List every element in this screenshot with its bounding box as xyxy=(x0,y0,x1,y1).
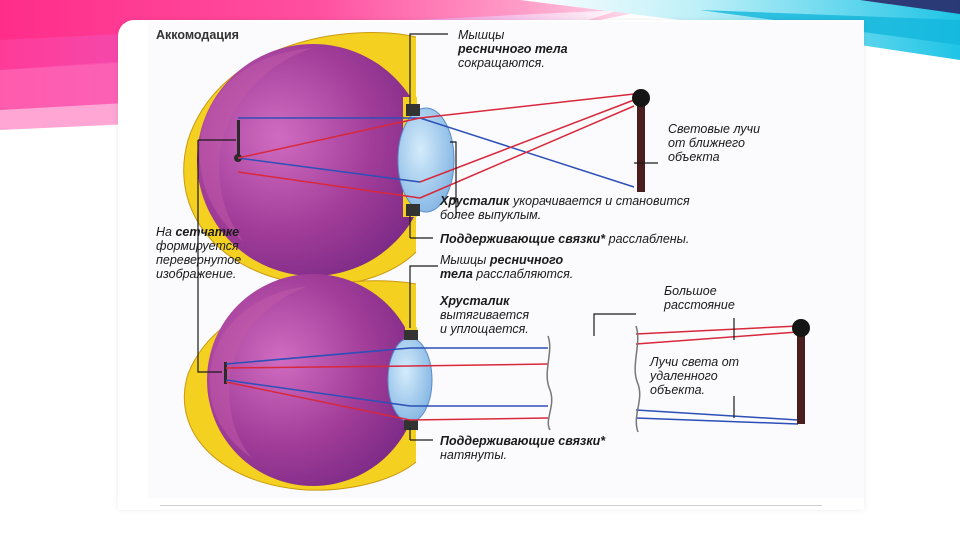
label-line: Световые лучи xyxy=(668,122,761,136)
label-line: Лучи света от xyxy=(650,355,740,369)
label-rays-far: Лучи света от удаленного объекта. xyxy=(650,355,739,397)
label-text: укорачивается и становится xyxy=(509,194,690,208)
label-lens-flat: Хрусталик вытягивается и уплощается. xyxy=(440,294,529,336)
label-line: и уплощается. xyxy=(440,322,529,336)
label-line: формируется xyxy=(156,239,239,253)
label-line-bold: ресничного тела xyxy=(458,42,568,56)
label-line: Большое xyxy=(664,284,717,298)
label-bold: Поддерживающие связки* xyxy=(440,434,606,448)
label-line: удаленного xyxy=(650,369,718,383)
label-ciliary-contract: Мышцы ресничного тела сокращаются. xyxy=(458,28,568,70)
label-bold: ресничного xyxy=(489,253,564,267)
label-line: вытягивается xyxy=(440,308,530,322)
label-lens-thicker: Хрусталик укорачивается и становится бол… xyxy=(440,194,690,222)
bottom-rays xyxy=(225,325,799,425)
label-line: более выпуклым. xyxy=(440,208,542,222)
label-rays-near: Световые лучи от ближнего объекта xyxy=(668,122,760,164)
near-object-head xyxy=(632,89,650,107)
leader-lines xyxy=(197,33,735,441)
label-ciliary-relax: Мышцы ресничного тела расслабляются. xyxy=(440,253,573,281)
top-rays xyxy=(237,93,635,199)
bottom-eyeball xyxy=(207,274,419,486)
far-object-stick xyxy=(797,330,805,424)
bottom-lens-flat xyxy=(387,337,433,423)
label-text: расслабляются. xyxy=(472,267,574,281)
label-bold: Хрусталик xyxy=(440,294,510,308)
label-line: объекта xyxy=(668,150,720,164)
diagram-title: Аккомодация xyxy=(156,28,239,42)
label-distance: Большое расстояние xyxy=(664,284,735,312)
bottom-rule xyxy=(160,505,822,506)
label-retina: На сетчатке формируется перевернутое изо… xyxy=(156,225,241,281)
break-mark-right xyxy=(634,325,641,433)
label-bold: Хрусталик xyxy=(440,194,510,208)
label-ligaments-tense: Поддерживающие связки* натянуты. xyxy=(440,434,605,462)
label-line: от ближнего xyxy=(668,136,746,150)
label-line: объекта. xyxy=(650,383,706,397)
label-line: изображение. xyxy=(156,267,237,281)
label-line: перевернутое xyxy=(156,253,242,267)
top-eye xyxy=(183,32,650,286)
label-text: расслаблены. xyxy=(605,232,690,246)
label-ligaments-relaxed: Поддерживающие связки* расслаблены. xyxy=(440,232,689,246)
label-line: Мышцы xyxy=(458,28,505,42)
label-line: расстояние xyxy=(664,298,735,312)
label-bold: Поддерживающие связки* xyxy=(440,232,606,246)
eye-diagram xyxy=(183,32,810,491)
accommodation-figure: Аккомодация Мышцы ресничного тела сокращ… xyxy=(148,22,864,498)
top-lens-thick xyxy=(397,107,455,213)
top-eyeball xyxy=(197,44,429,276)
bottom-eye xyxy=(183,274,810,491)
label-line: сокращаются. xyxy=(458,56,545,70)
far-object-head xyxy=(792,319,810,337)
label-text: Мышцы xyxy=(440,253,490,267)
label-text: На xyxy=(156,225,176,239)
break-mark-left xyxy=(546,335,553,431)
label-bold: тела xyxy=(440,267,473,281)
label-line: натянуты. xyxy=(440,448,507,462)
label-bold: сетчатке xyxy=(175,225,240,239)
near-object-stick xyxy=(637,100,645,192)
